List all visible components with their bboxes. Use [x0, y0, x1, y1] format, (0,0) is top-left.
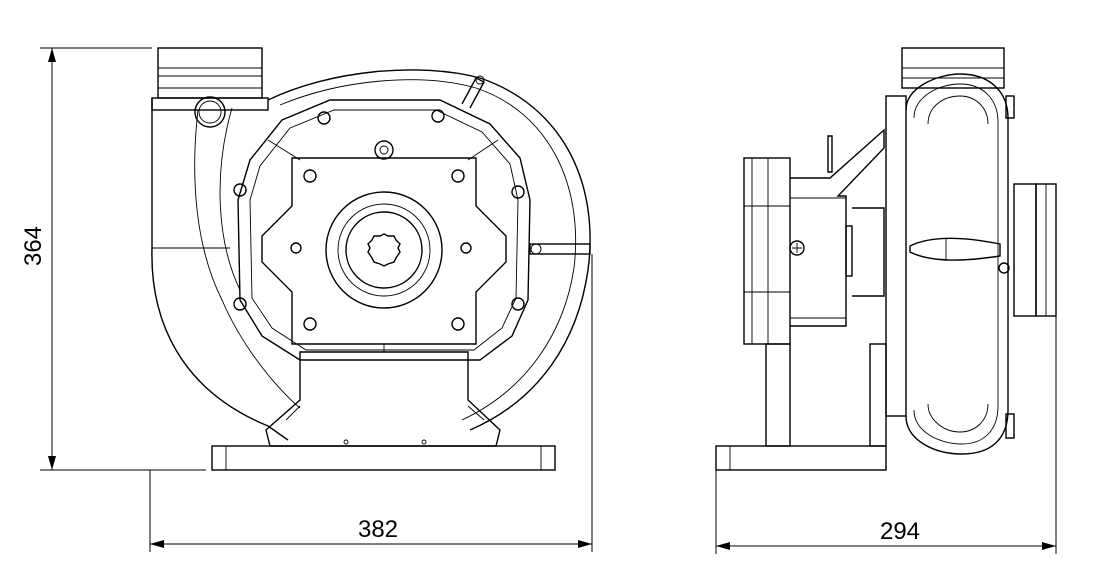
front-cover-bolts	[233, 109, 525, 311]
side-outlet-nozzle	[901, 47, 1005, 89]
dimension-side-width: 294	[715, 316, 1057, 554]
front-pedestal	[265, 351, 501, 447]
side-view	[715, 47, 1057, 471]
front-splined-shaft	[367, 233, 401, 267]
side-inlet-nozzle	[1013, 183, 1057, 317]
dimension-side-width-label: 294	[880, 518, 920, 545]
side-pump-casing	[885, 73, 1015, 455]
dimension-height-label: 364	[20, 226, 47, 266]
front-outlet-nozzle	[151, 47, 269, 128]
front-top-handle	[461, 75, 485, 109]
dimension-front-width-label: 382	[358, 516, 398, 543]
dimension-front-width: 382	[149, 254, 593, 552]
front-side-plug	[529, 243, 591, 255]
side-adaptor-flange	[743, 157, 791, 447]
front-cover-plate	[233, 99, 531, 361]
front-volute-casing	[151, 69, 591, 441]
side-bearing-housing	[789, 128, 887, 447]
front-view	[151, 47, 591, 471]
side-base-plate	[715, 445, 887, 471]
dimension-height: 364	[20, 47, 206, 471]
front-base-plate	[211, 445, 556, 471]
front-shaft-hub	[325, 191, 443, 309]
front-motor-flange	[261, 157, 507, 352]
